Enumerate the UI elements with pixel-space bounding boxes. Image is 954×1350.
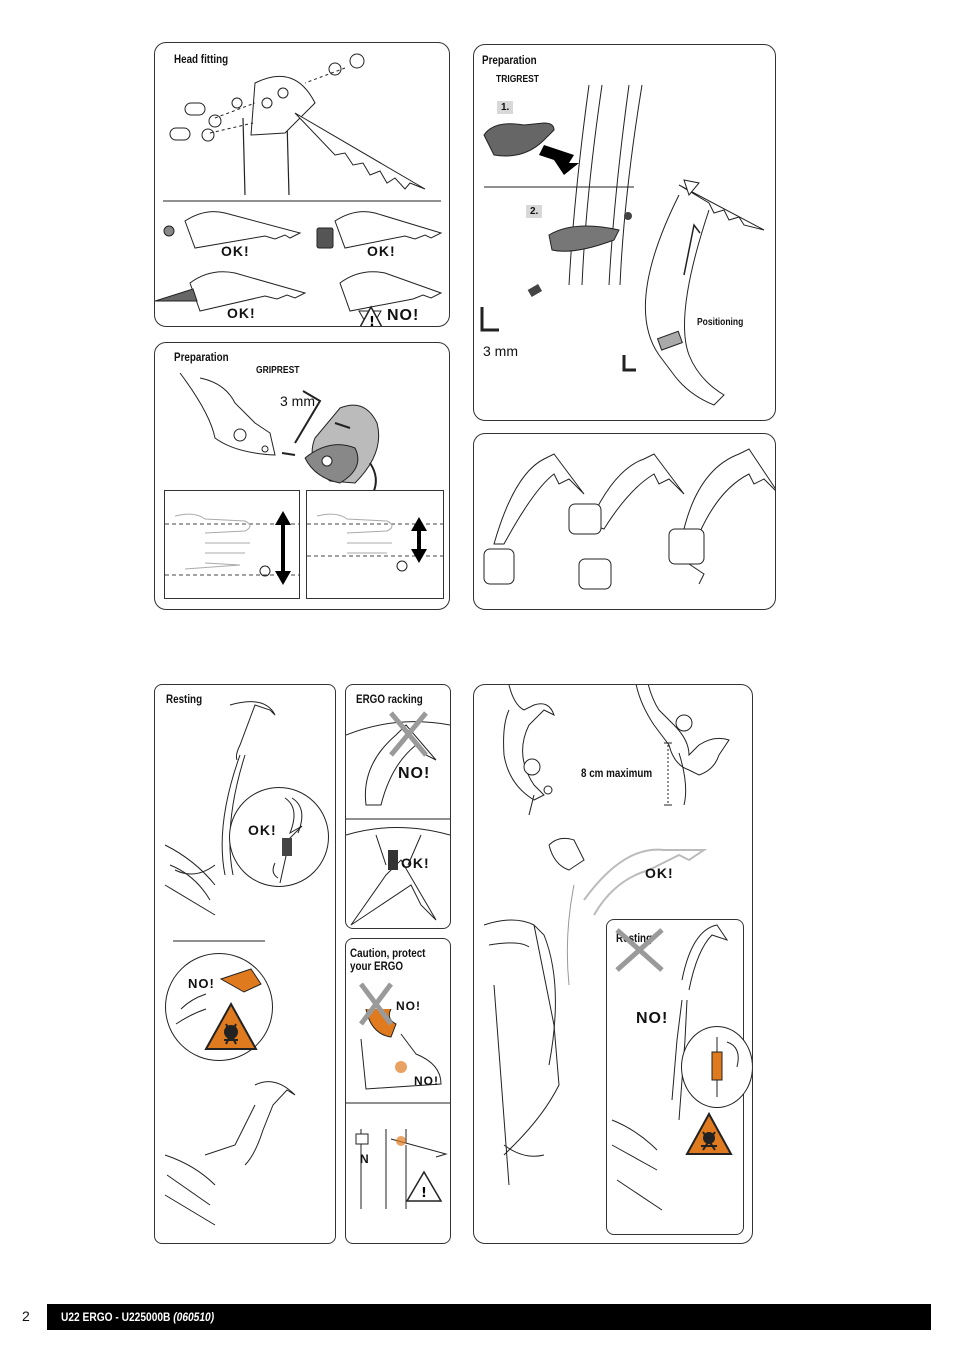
head-fitting-title: Head fitting — [174, 52, 229, 66]
svg-text:!: ! — [421, 1186, 427, 1201]
head-fitting-panel: Head fitting OK! OK! OK! ! — [154, 42, 450, 327]
trigrest-subtitle: TRIGREST — [496, 74, 539, 85]
leash-resting-no-label: NO! — [636, 1010, 669, 1027]
caution-illustration: ! — [346, 982, 450, 1209]
ok-label-1: OK! — [221, 243, 250, 259]
no-label: NO! — [387, 307, 420, 324]
griprest-subtitle: GRIPREST — [256, 365, 300, 376]
step-2-badge: 2. — [526, 205, 543, 218]
resting-panel: Resting OK! NO! — [154, 684, 336, 1244]
footer-bar: U22 ERGO - U225000B (060510) — [47, 1304, 931, 1330]
griprest-illustration — [179, 372, 380, 494]
ok-label-3: OK! — [227, 305, 256, 321]
resting-no-detail: NO! — [165, 953, 273, 1061]
trigrest-illustration — [480, 84, 765, 406]
leash-resting-inset: Resting NO! — [606, 919, 752, 1235]
prep-griprest-title: Preparation — [174, 350, 229, 364]
resting-no-label: NO! — [188, 976, 215, 991]
footer-edition: (060510) — [173, 1310, 215, 1324]
positioning-label: Positioning — [697, 317, 744, 328]
leash-ok-label: OK! — [645, 865, 674, 881]
page-number: 2 — [22, 1308, 30, 1324]
trigrest-tool-size: 3 mm — [483, 343, 518, 359]
racking-no-label: NO! — [398, 765, 431, 782]
prep-griprest-panel: Preparation GRIPREST 3 mm — [154, 342, 450, 610]
svg-text:!: ! — [369, 315, 375, 327]
racking-ok-label: OK! — [401, 855, 430, 871]
danger-triangle-icon — [685, 1111, 733, 1155]
prep-trigrest-title: Preparation — [482, 53, 537, 67]
footer-text: U22 ERGO - U225000B (060510) — [61, 1310, 214, 1324]
ergo-racking-panel: ERGO racking NO! OK! — [345, 684, 451, 929]
resting-ok-label: OK! — [248, 822, 277, 838]
leash-resting-illustration — [611, 924, 729, 1211]
leash-illustration — [483, 685, 730, 1186]
resting-illustration — [164, 701, 296, 1226]
caution-panel: Caution, protect your ERGO ! NO! NO! N — [345, 938, 451, 1244]
leash-measure-label: 8 cm maximum — [581, 766, 653, 780]
ergo-racking-title: ERGO racking — [356, 692, 423, 706]
grip-positions-illustration — [483, 448, 775, 590]
caution-n-letter: N — [360, 1152, 370, 1166]
ergo-racking-illustration — [346, 711, 450, 926]
leash-no-detail — [681, 1026, 752, 1108]
caution-no-label-2: NO! — [414, 1074, 439, 1088]
prep-trigrest-panel: Preparation TRIGREST 1. 2. 3 mm Position… — [473, 44, 776, 421]
resting-ok-detail: OK! — [229, 787, 329, 887]
step-1-badge: 1. — [497, 101, 514, 114]
grip-adjust-right — [306, 490, 444, 599]
tool-size-label: 3 mm — [280, 393, 315, 409]
ok-label-2: OK! — [367, 243, 396, 259]
warning-triangle-icon: ! — [359, 305, 383, 327]
grip-adjust-left — [164, 490, 300, 599]
head-fitting-illustration — [155, 53, 443, 326]
caution-no-label-1: NO! — [396, 999, 421, 1013]
grip-positions-panel — [473, 433, 776, 610]
footer-product: U22 ERGO - U225000B — [61, 1310, 171, 1324]
leash-panel: 8 cm maximum OK! Resting NO! — [473, 684, 753, 1244]
resting-title: Resting — [166, 692, 203, 706]
caution-title: Caution, protect your ERGO — [350, 946, 426, 973]
